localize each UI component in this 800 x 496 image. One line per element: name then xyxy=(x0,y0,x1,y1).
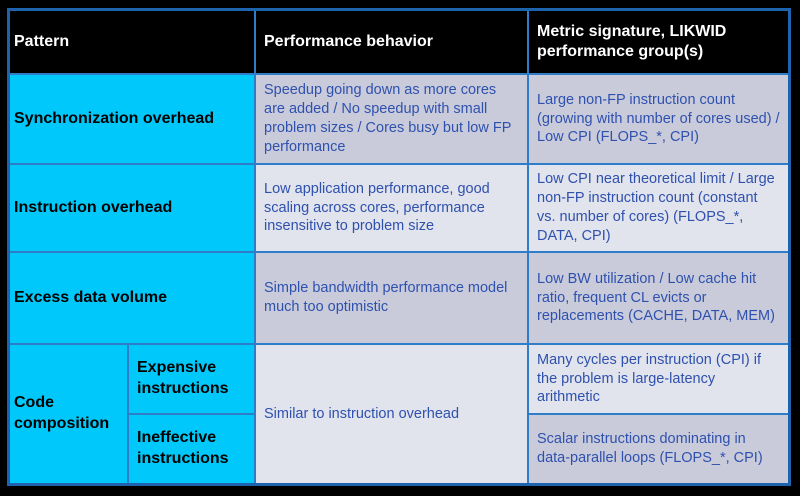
behavior-text: Low application performance, good scalin… xyxy=(264,180,490,235)
header-cell-performance-behavior: Performance behavior xyxy=(256,11,527,73)
pattern-sub-label: Expensive instructions xyxy=(137,359,229,397)
metric-cell-ineffective-instructions: Scalar instructions dominating in data-p… xyxy=(529,415,788,483)
pattern-cell-synchronization-overhead: Synchronization overhead xyxy=(10,75,254,163)
header-cell-metric-signature: Metric signature, LIKWID performance gro… xyxy=(529,11,788,73)
pattern-subcell-expensive-instructions: Expensive instructions xyxy=(129,345,254,413)
behavior-cell-excess-data-volume: Simple bandwidth performance model much … xyxy=(256,253,527,343)
behavior-text: Simple bandwidth performance model much … xyxy=(264,280,508,315)
header-behavior-label: Performance behavior xyxy=(264,33,433,50)
metric-text: Large non-FP instruction count (growing … xyxy=(537,91,780,146)
pattern-sub-label: Ineffective instructions xyxy=(137,429,229,467)
pattern-subcell-ineffective-instructions: Ineffective instructions xyxy=(129,415,254,483)
behavior-text: Speedup going down as more cores are add… xyxy=(264,82,512,155)
header-pattern-label: Pattern xyxy=(14,33,70,50)
metric-text: Many cycles per instruction (CPI) if the… xyxy=(537,351,762,406)
behavior-cell-code-composition: Similar to instruction overhead xyxy=(256,345,527,483)
header-metric-label: Metric signature, LIKWID performance gro… xyxy=(537,23,727,60)
metric-cell-excess-data-volume: Low BW utilization / Low cache hit ratio… xyxy=(529,253,788,343)
metric-text: Low CPI near theoretical limit / Large n… xyxy=(537,171,775,244)
metric-cell-instruction-overhead: Low CPI near theoretical limit / Large n… xyxy=(529,165,788,251)
header-cell-pattern: Pattern xyxy=(10,11,254,73)
metric-text: Low BW utilization / Low cache hit ratio… xyxy=(537,270,775,325)
pattern-label: Synchronization overhead xyxy=(14,109,215,127)
metric-cell-expensive-instructions: Many cycles per instruction (CPI) if the… xyxy=(529,345,788,413)
pattern-label: Code composition xyxy=(14,394,110,432)
metric-text: Scalar instructions dominating in data-p… xyxy=(537,431,763,466)
pattern-label: Instruction overhead xyxy=(14,198,173,216)
performance-patterns-table: Pattern Performance behavior Metric sign… xyxy=(7,8,791,486)
metric-cell-synchronization-overhead: Large non-FP instruction count (growing … xyxy=(529,75,788,163)
pattern-cell-code-composition: Code composition xyxy=(10,345,127,483)
pattern-cell-instruction-overhead: Instruction overhead xyxy=(10,165,254,251)
behavior-text: Similar to instruction overhead xyxy=(264,405,460,422)
behavior-cell-synchronization-overhead: Speedup going down as more cores are add… xyxy=(256,75,527,163)
pattern-label: Excess data volume xyxy=(14,288,167,306)
pattern-cell-excess-data-volume: Excess data volume xyxy=(10,253,254,343)
behavior-cell-instruction-overhead: Low application performance, good scalin… xyxy=(256,165,527,251)
